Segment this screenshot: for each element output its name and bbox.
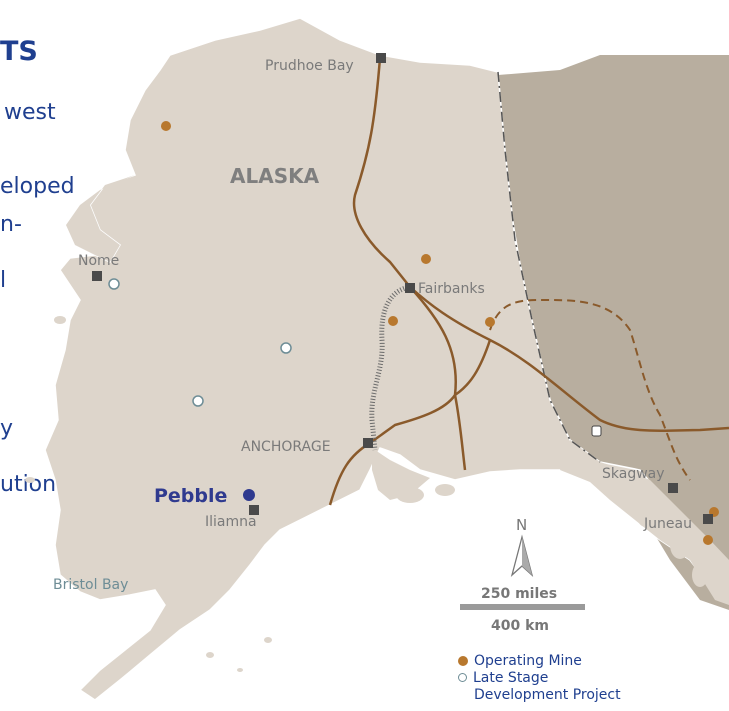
- label-nome: Nome: [78, 253, 119, 269]
- project-dot-icon: [458, 673, 467, 682]
- text-fragment-6: ution: [0, 472, 57, 497]
- text-fragment-1: west: [4, 100, 56, 125]
- label-anchorage: ANCHORAGE: [241, 439, 331, 455]
- label-bristol-bay: Bristol Bay: [53, 577, 128, 593]
- section-heading: TS: [0, 36, 38, 67]
- mine-dot-icon: [458, 656, 468, 666]
- city-markers: [92, 53, 713, 524]
- label-pebble: Pebble: [154, 485, 227, 507]
- text-fragment-4: l: [0, 268, 7, 293]
- legend-late-stage-label-2: Development Project: [474, 687, 621, 703]
- operating-mines: [161, 121, 719, 545]
- islands: [25, 316, 708, 672]
- roads: [328, 57, 729, 506]
- legend-late-stage: Late Stage: [458, 670, 621, 687]
- late-stage-projects: [108, 278, 292, 407]
- legend-operating-mine-label: Operating Mine: [474, 653, 582, 669]
- highway-shield-icon: [591, 425, 602, 437]
- region-label: ALASKA: [230, 164, 320, 188]
- rail-line: [369, 284, 411, 451]
- map-legend: Operating Mine Late Stage Development Pr…: [458, 653, 621, 704]
- canada-region: [498, 55, 729, 610]
- label-prudhoe-bay: Prudhoe Bay: [265, 58, 354, 74]
- kenai-peninsula: [372, 448, 430, 500]
- text-fragment-5: y: [0, 416, 14, 441]
- text-fragment-2: eloped: [0, 174, 75, 199]
- pebble-marker: [243, 489, 255, 501]
- label-iliamna: Iliamna: [205, 514, 257, 530]
- label-fairbanks: Fairbanks: [418, 281, 485, 297]
- legend-operating-mine: Operating Mine: [458, 653, 621, 670]
- svg-text:250 miles: 250 miles: [481, 586, 557, 602]
- north-arrow-icon: N: [510, 516, 534, 577]
- svg-text:400 km: 400 km: [491, 618, 549, 634]
- proposed-route: [489, 298, 691, 481]
- label-juneau: Juneau: [643, 516, 692, 532]
- scale-bar: 250 miles 400 km: [460, 586, 585, 634]
- text-fragment-3: n-: [0, 212, 22, 237]
- label-skagway: Skagway: [602, 466, 665, 482]
- svg-text:N: N: [516, 516, 527, 534]
- legend-late-stage-label: Late Stage: [473, 670, 549, 686]
- seward-peninsula: [66, 175, 135, 262]
